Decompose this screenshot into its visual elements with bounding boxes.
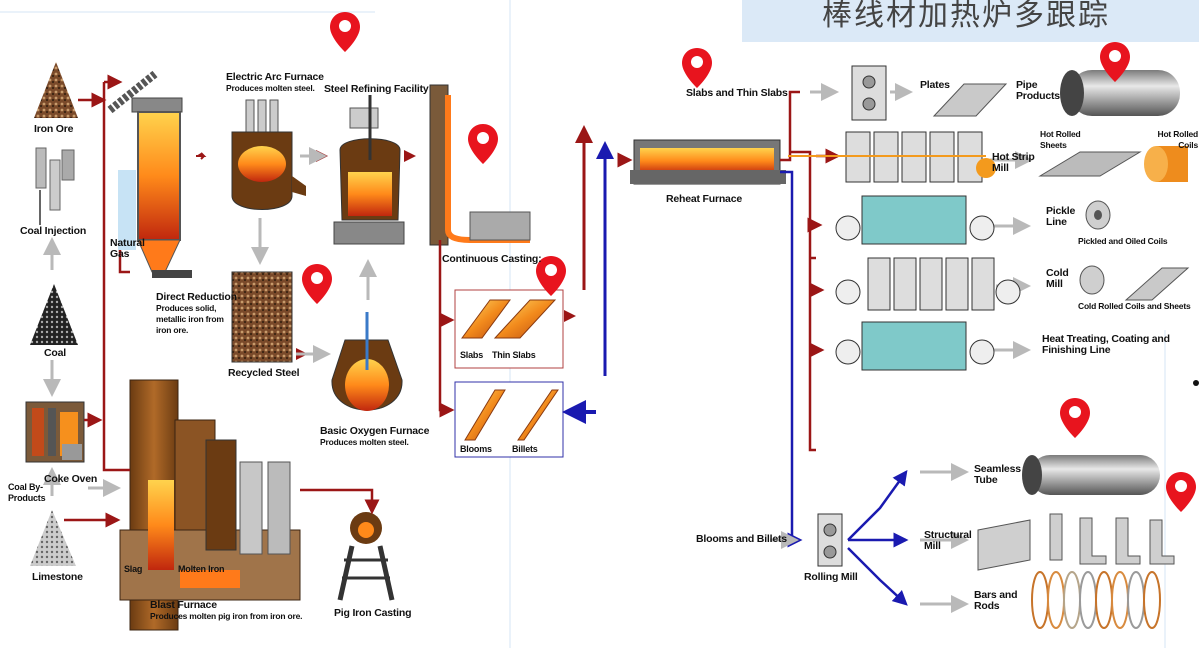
location-pin-icon[interactable] (1098, 40, 1132, 84)
pickle-line-tank (836, 196, 994, 244)
label-bars-rods: Bars and Rods (974, 590, 1024, 612)
heat-treating-tank (836, 322, 994, 370)
location-pin-icon[interactable] (466, 122, 500, 166)
location-pin-icon[interactable] (680, 46, 714, 90)
location-pin-icon[interactable] (1164, 470, 1198, 514)
label-slabs: Slabs (460, 350, 483, 361)
label-bof: Basic Oxygen Furnace Produces molten ste… (320, 426, 429, 448)
label-structural-mill: Structural Mill (924, 530, 974, 552)
coal-pile (30, 284, 78, 345)
label-molten-iron: Molten Iron (178, 564, 224, 575)
label-continuous-casting: Continuous Casting: (442, 254, 541, 265)
label-hot-strip-mill: Hot Strip Mill (992, 152, 1042, 174)
label-slag: Slag (124, 564, 142, 575)
label-billets: Billets (512, 444, 538, 455)
limestone-pile (30, 510, 76, 566)
cold-mill-stands (836, 258, 1020, 310)
eaf-title: Electric Arc Furnace (226, 71, 324, 83)
label-limestone: Limestone (32, 572, 83, 583)
direct-reduction-subtitle: Produces solid, metallic iron from iron … (156, 303, 240, 336)
label-coal-injection: Coal Injection (20, 226, 86, 237)
label-iron-ore: Iron Ore (34, 124, 73, 135)
iron-ore-pile (34, 62, 78, 118)
list-bullet (1193, 380, 1199, 386)
blast-furnace (120, 380, 300, 630)
label-rolling-mill: Rolling Mill (804, 572, 858, 583)
label-cold-mill: Cold Mill (1046, 268, 1076, 290)
coke-oven (26, 402, 84, 462)
plate-mill-stand (852, 66, 886, 120)
hot-rolled-coil (1144, 146, 1188, 182)
hot-rolled-sheets (1040, 152, 1140, 176)
bars-and-rods-coil (1032, 572, 1160, 628)
label-slabs-thin-slabs: Slabs and Thin Slabs (686, 88, 788, 99)
label-hot-rolled-sheets: Hot Rolled Sheets (1040, 129, 1090, 151)
seamless-tube-product (1022, 455, 1160, 495)
label-hot-rolled-coils: Hot Rolled Coils (1150, 129, 1198, 151)
direct-reduction-title: Direct Reduction (156, 291, 237, 303)
reheat-furnace (630, 140, 786, 184)
steel-refining-facility (334, 95, 404, 244)
coal-injection-apparatus (36, 148, 74, 225)
blast-furnace-subtitle: Produces molten pig iron from iron ore. (150, 611, 302, 622)
label-cold-rolled: Cold Rolled Coils and Sheets (1078, 301, 1190, 312)
pickled-coil (1086, 201, 1110, 229)
basic-oxygen-furnace (332, 312, 402, 411)
label-blooms-billets: Blooms and Billets (696, 534, 787, 545)
electric-arc-furnace (232, 100, 306, 210)
label-blooms: Blooms (460, 444, 492, 455)
label-reheat-furnace: Reheat Furnace (666, 194, 742, 205)
bof-subtitle: Produces molten steel. (320, 437, 429, 448)
pig-iron-casting-machine (340, 512, 392, 600)
label-direct-reduction: Direct Reduction Produces solid, metalli… (156, 292, 240, 336)
label-heat-treating: Heat Treating, Coating and Finishing Lin… (1042, 334, 1182, 356)
label-pipe-products: Pipe Products (1016, 80, 1068, 102)
label-pickled-oiled: Pickled and Oiled Coils (1078, 236, 1167, 247)
location-pin-icon[interactable] (300, 262, 334, 306)
location-pin-icon[interactable] (1058, 396, 1092, 440)
label-coal: Coal (44, 348, 66, 359)
label-electric-arc-furnace: Electric Arc Furnace Produces molten ste… (226, 72, 324, 94)
eaf-subtitle: Produces molten steel. (226, 83, 324, 94)
label-pickle-line: Pickle Line (1046, 206, 1086, 228)
label-steel-refining: Steel Refining Facility (324, 84, 429, 95)
label-pig-iron-casting: Pig Iron Casting (334, 608, 411, 619)
recycled-steel-image (232, 272, 292, 362)
label-coke-oven: Coke Oven (44, 474, 97, 485)
cold-rolled-products (1080, 266, 1188, 300)
label-natural-gas: Natural Gas (110, 238, 146, 260)
label-thin-slabs: Thin Slabs (492, 350, 536, 361)
hot-strip-mill-stands (788, 132, 996, 182)
label-seamless-tube: Seamless Tube (974, 464, 1024, 486)
structural-shapes (978, 514, 1174, 570)
rolling-mill-stand (818, 514, 842, 566)
label-plates: Plates (920, 80, 950, 91)
label-recycled-steel: Recycled Steel (228, 368, 299, 379)
blast-furnace-title: Blast Furnace (150, 599, 217, 611)
label-blast-furnace: Blast Furnace Produces molten pig iron f… (150, 600, 302, 622)
location-pin-icon[interactable] (328, 10, 362, 54)
bof-title: Basic Oxygen Furnace (320, 425, 429, 437)
label-coal-byproducts: Coal By-Products (8, 482, 48, 504)
